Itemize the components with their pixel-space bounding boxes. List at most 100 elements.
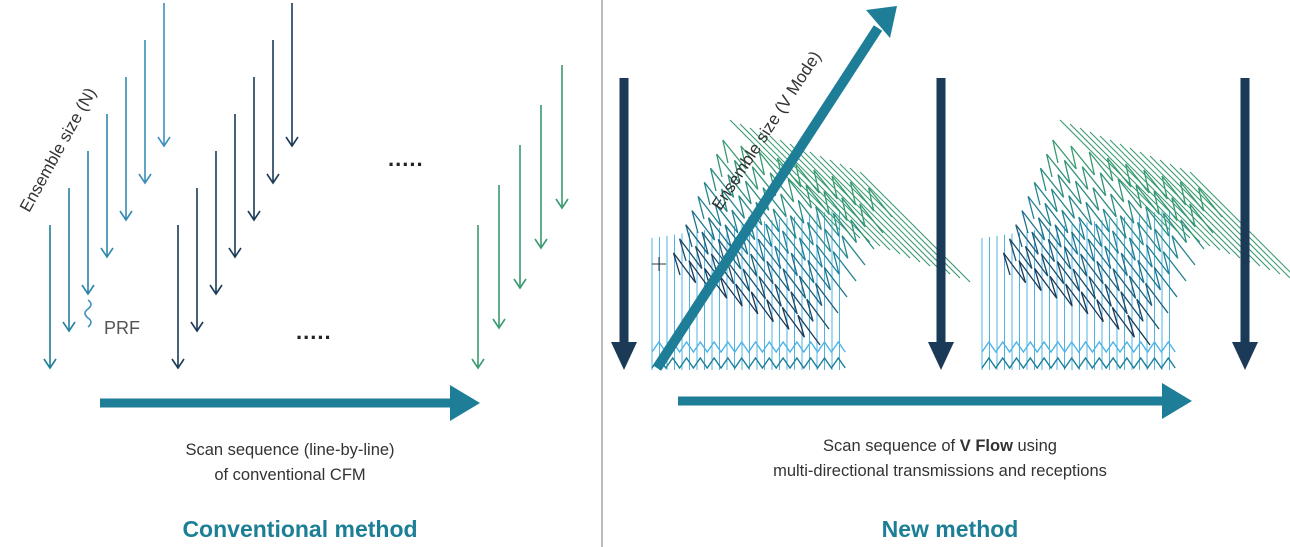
left-stair-3-arrow-2-head	[513, 278, 527, 290]
left-stair-2-arrow-3	[228, 114, 242, 259]
vflow-pattern-1-diagonal-band-7	[715, 153, 884, 234]
vflow-vertical-arrow-3	[1232, 78, 1258, 370]
left-stair-1-arrow-2	[81, 151, 95, 296]
left-stair-1-arrow-1-head	[62, 321, 76, 333]
vflow-pattern-2-green-diagonal-7	[1129, 147, 1241, 259]
left-scan-direction-arrow-head	[450, 385, 480, 421]
vflow-pattern-1-green-diagonal-7	[799, 147, 911, 259]
vflow-pattern-2-green-diagonal-5	[1109, 139, 1221, 251]
right-caption-line-2: multi-directional transmissions and rece…	[773, 462, 1107, 480]
left-stair-1-arrow-3	[100, 114, 114, 259]
vflow-pattern-2-diagonal-band-4	[1027, 196, 1187, 282]
vflow-pattern-2-diagonal-band-1	[1008, 238, 1160, 330]
left-stair-1-arrow-5	[138, 40, 152, 185]
vflow-pattern-1-green-diagonal-13	[859, 171, 971, 283]
left-stair-2-arrow-4-head	[247, 210, 261, 222]
left-stair-3-arrow-3	[534, 105, 548, 250]
left-stair-3-arrow-1	[492, 185, 506, 330]
conventional-arrow-groups	[43, 3, 569, 421]
left-stair-2-arrow-5	[266, 40, 280, 185]
prf-brace	[84, 299, 92, 328]
vflow-pattern-1-green-diagonal-3	[759, 131, 871, 243]
vflow-pattern-2-diagonal-band-2	[1015, 224, 1169, 314]
vflow-pattern-2-green-diagonal-12	[1179, 167, 1290, 279]
vflow-pattern-1-zigzag-row-0	[651, 356, 846, 370]
vflow-pattern-1-green-diagonal-11	[839, 163, 951, 275]
vflow-ensemble-diagonal-arrow	[652, 6, 897, 371]
vflow-vertical-arrow-2-head	[928, 342, 954, 370]
vflow-pattern-2-green-diagonal-13	[1189, 171, 1290, 273]
left-stair-1-arrow-1	[62, 188, 76, 333]
vflow-pattern-1-green-diagonal-8	[809, 151, 921, 263]
vflow-pattern-1-diagonal-band-5	[703, 181, 866, 266]
left-stair-1-arrow-4	[119, 77, 133, 222]
left-stair-1-arrow-4-head	[119, 210, 133, 222]
vflow-pattern-2-diagonal-band-5	[1033, 181, 1196, 266]
vflow-pattern-1-green-diagonal-10	[829, 159, 941, 271]
left-stair-2-arrow-1	[190, 188, 204, 333]
vflow-pattern-2-diagonal-band-0	[1002, 252, 1151, 346]
right-panel-title: New method	[881, 516, 1019, 542]
vflow-pattern-2-zigzag-row-0	[981, 356, 1176, 370]
vflow-pattern-1-diagonal-band-8	[722, 139, 893, 218]
right-caption-prefix: Scan sequence of	[823, 437, 960, 455]
left-stair-2-arrow-4	[247, 77, 261, 222]
vflow-pattern-1-green-diagonal-1	[739, 123, 851, 235]
left-stair-1-arrow-0-head	[43, 358, 57, 370]
left-stair-2-arrow-2-head	[209, 284, 223, 296]
vflow-pattern-2-green-diagonal-2	[1079, 127, 1191, 239]
ellipsis-top: .....	[388, 146, 424, 171]
cursor-crosshair-icon	[652, 257, 666, 271]
vflow-pattern-2-green-diagonal-11	[1169, 163, 1281, 275]
vflow-pattern-1-green-diagonal-4	[769, 135, 881, 247]
left-stair-3-arrow-0-head	[471, 358, 485, 370]
right-scan-direction-arrow	[678, 383, 1192, 419]
left-stair-1-arrow-3-head	[100, 247, 114, 259]
vflow-pattern-1-green-diagonal-6	[789, 143, 901, 255]
left-stair-1-arrow-0	[43, 225, 57, 370]
vflow-arrow-patterns	[611, 6, 1290, 419]
vflow-pattern-2-diagonal-band-7	[1045, 153, 1214, 234]
right-caption-bold: V Flow	[959, 437, 1013, 455]
left-stair-3-arrow-0	[471, 225, 485, 370]
vflow-pattern-1	[651, 119, 971, 370]
left-stair-1-arrow-5-head	[138, 173, 152, 185]
left-stair-2-arrow-6	[285, 3, 299, 148]
left-stair-3-arrow-4-head	[555, 198, 569, 210]
vflow-vertical-arrow-3-head	[1232, 342, 1258, 370]
right-caption-suffix: using	[1012, 437, 1057, 455]
left-stair-1-arrow-6	[157, 3, 171, 148]
vflow-pattern-2	[981, 119, 1290, 370]
right-caption-line-1: Scan sequence of V Flow using	[680, 434, 1200, 459]
left-stair-2-arrow-3-head	[228, 247, 242, 259]
vflow-vertical-arrow-1	[611, 78, 637, 370]
right-caption: Scan sequence of V Flow using multi-dire…	[680, 434, 1200, 484]
vflow-vertical-arrow-2	[928, 78, 954, 370]
vflow-pattern-1-green-diagonal-9	[819, 155, 931, 267]
left-caption: Scan sequence (line-by-line) of conventi…	[120, 438, 460, 488]
left-stair-1-arrow-6-head	[157, 136, 171, 148]
vflow-pattern-2-green-diagonal-1	[1069, 123, 1181, 235]
vflow-pattern-1-diagonal-band-0	[672, 252, 821, 346]
vflow-vertical-arrow-1-head	[611, 342, 637, 370]
vflow-pattern-2-green-diagonal-6	[1119, 143, 1231, 255]
vflow-pattern-2-diagonal-band-8	[1052, 139, 1223, 218]
vflow-pattern-1-green-diagonal-2	[749, 127, 861, 239]
left-stair-2-arrow-2	[209, 151, 223, 296]
left-stair-2-arrow-1-head	[190, 321, 204, 333]
vflow-pattern-2-zigzag-row-1	[981, 340, 1176, 354]
vflow-pattern-1-diagonal-band-2	[685, 224, 839, 314]
left-stair-2-arrow-5-head	[266, 173, 280, 185]
vflow-ensemble-diagonal-arrow-shaft	[652, 25, 883, 371]
left-stair-3-arrow-2	[513, 145, 527, 290]
vflow-pattern-2-diagonal-band-6	[1039, 167, 1205, 250]
left-stair-3-arrow-1-head	[492, 318, 506, 330]
ellipsis-bottom: .....	[296, 319, 332, 344]
vflow-pattern-2-green-diagonal-3	[1089, 131, 1201, 243]
prf-label: PRF	[104, 318, 140, 338]
left-stair-1-arrow-2-head	[81, 284, 95, 296]
left-stair-2-arrow-0	[171, 225, 185, 370]
left-scan-direction-arrow	[100, 385, 480, 421]
left-stair-3-arrow-3-head	[534, 238, 548, 250]
